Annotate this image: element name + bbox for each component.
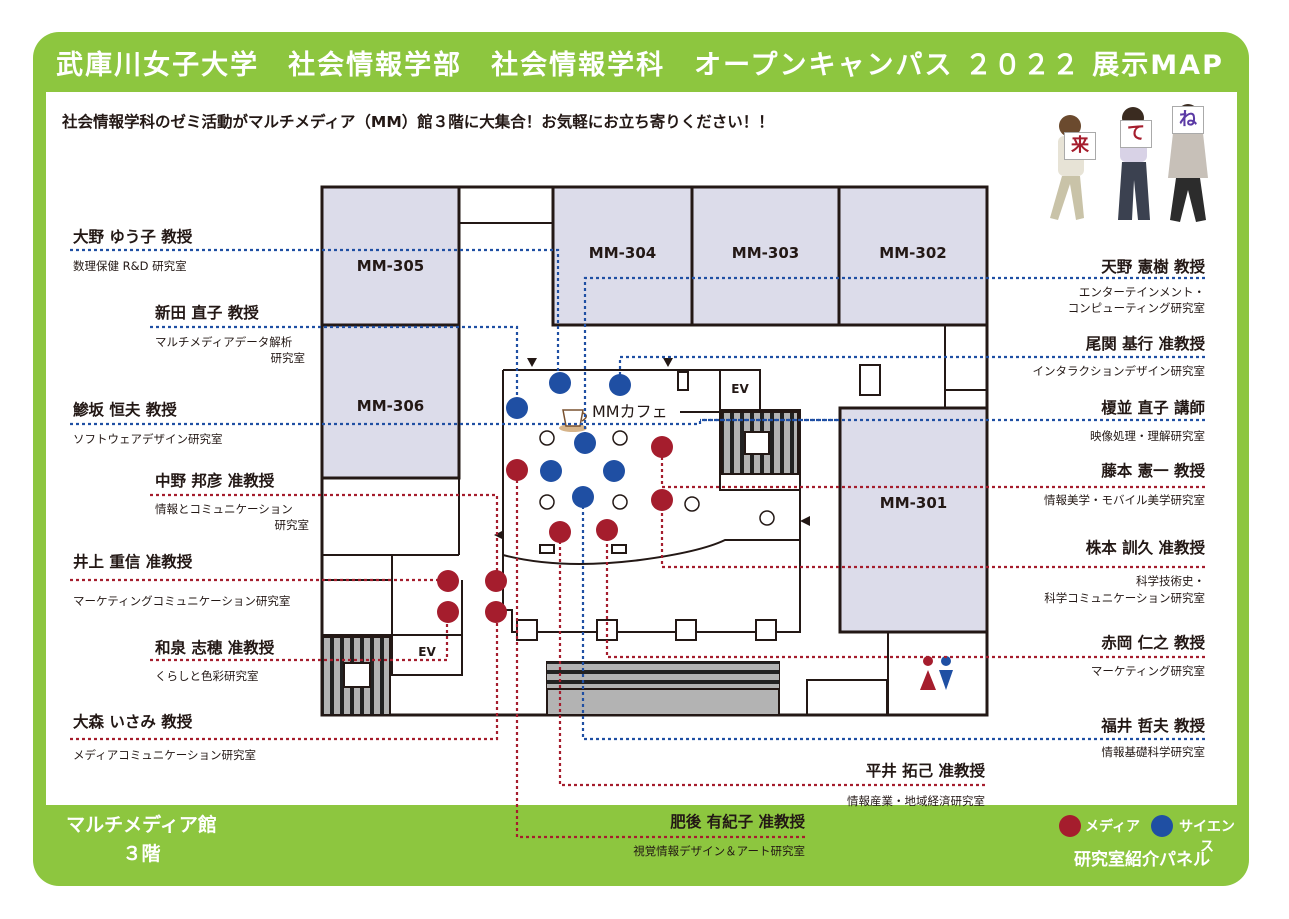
lab-name: マーケティング研究室 <box>1090 664 1205 678</box>
cafe-label: MMカフェ <box>592 402 668 421</box>
prof-name: 鯵坂 恒夫 教授 <box>73 401 177 419</box>
lab-name: 研究室 <box>270 351 306 365</box>
panel-red <box>651 489 673 511</box>
students-photo: 来 て ね <box>1040 100 1230 232</box>
prof-name: 株本 訓久 准教授 <box>1085 539 1205 557</box>
panel-red <box>651 436 673 458</box>
room-label-mm303: MM-303 <box>731 244 800 262</box>
legend-panel-label: 研究室紹介パネル <box>1074 850 1210 870</box>
prof-name: 大森 いさみ 教授 <box>73 713 193 731</box>
lab-name: 情報基礎科学研究室 <box>1101 745 1206 759</box>
card-te: て <box>1120 120 1152 148</box>
lab-name: ソフトウェアデザイン研究室 <box>73 432 223 446</box>
lab-name: 映像処理・理解研究室 <box>1090 429 1205 443</box>
stairs-southwest <box>321 636 391 716</box>
prof-name: 和泉 志穂 准教授 <box>155 639 275 657</box>
panel-blue <box>574 432 596 454</box>
lab-name: コンピューティング研究室 <box>1067 301 1205 315</box>
room-label-mm301: MM-301 <box>879 494 948 512</box>
lab-name: 情報とコミュニケーション <box>155 502 293 516</box>
lab-name: 科学技術史・ <box>1136 574 1205 588</box>
floor-tab: マルチメディア館 ３階 <box>46 805 237 875</box>
panel-red <box>596 519 618 541</box>
lab-name: メディアコミュニケーション研究室 <box>73 748 256 762</box>
prof-name: 尾関 基行 准教授 <box>1085 335 1205 353</box>
panel-blue <box>603 460 625 482</box>
card-ki: 来 <box>1064 132 1096 160</box>
table-circle <box>684 496 700 512</box>
page-subtitle: 社会情報学科のゼミ活動がマルチメディア（MM）館３階に大集合！お気軽にお立ち寄り… <box>62 113 774 131</box>
room-label-mm305: MM-305 <box>356 257 425 275</box>
panel-dots <box>437 372 775 623</box>
panel-blue <box>609 374 631 396</box>
prof-name: 肥後 有紀子 准教授 <box>670 813 805 831</box>
lab-name: 研究室 <box>274 518 310 532</box>
panel-blue <box>549 372 571 394</box>
elevator-label: EV <box>731 382 749 396</box>
room-mm305 <box>320 185 461 327</box>
table-circle <box>612 494 628 510</box>
legend-science-label: サイエンス <box>1179 819 1235 855</box>
media-leader-lines <box>70 445 1205 839</box>
lab-name: 情報産業・地域経済研究室 <box>847 794 985 808</box>
table-circle <box>759 510 775 526</box>
restroom-icon <box>920 656 953 690</box>
panel-blue <box>540 460 562 482</box>
science-dot-icon <box>1151 815 1173 837</box>
panel-red <box>437 570 459 592</box>
lab-name: マルチメディアデータ解析 <box>155 335 293 349</box>
room-mm302 <box>837 185 989 327</box>
lab-name: 情報美学・モバイル美学研究室 <box>1044 493 1205 507</box>
panel-red <box>485 601 507 623</box>
lab-name: マーケティングコミュニケーション研究室 <box>73 594 291 608</box>
table-circle <box>539 494 555 510</box>
coffee-cup-icon <box>559 409 587 432</box>
panel-red <box>549 521 571 543</box>
prof-name: 赤岡 仁之 教授 <box>1101 634 1205 652</box>
prof-name: 福井 哲夫 教授 <box>1101 717 1205 735</box>
panel-blue <box>506 397 528 419</box>
floor-number-label: ３階 <box>122 843 161 865</box>
stairs-north <box>721 411 799 475</box>
lab-name: インタラクションデザイン研究室 <box>1032 364 1206 378</box>
lab-name: エンターテインメント・ <box>1078 285 1205 299</box>
panel-blue <box>572 486 594 508</box>
legend-panel: メディア サイエンス 研究室紹介パネル <box>1047 805 1237 875</box>
elevator-label: EV <box>418 645 436 659</box>
entrance-arrows <box>494 358 810 540</box>
lab-name: くらしと色彩研究室 <box>155 669 259 683</box>
lab-name: 視覚情報デザイン＆アート研究室 <box>633 844 805 858</box>
card-ne: ね <box>1172 106 1204 134</box>
prof-name: 榎並 直子 講師 <box>1101 399 1205 417</box>
prof-name: 天野 憲樹 教授 <box>1101 258 1205 276</box>
legend-media-label: メディア <box>1085 819 1141 835</box>
panel-red <box>506 459 528 481</box>
prof-name: 藤本 憲一 教授 <box>1101 462 1205 480</box>
floor-building-label: マルチメディア館 <box>66 814 217 836</box>
page-title: 武庫川女子大学 社会情報学部 社会情報学科 オープンキャンパス ２０２２ 展示M… <box>56 50 1224 81</box>
stairs-south <box>546 661 780 716</box>
room-mm301 <box>838 406 989 634</box>
room-label-mm302: MM-302 <box>879 244 947 262</box>
prof-name: 大野 ゆう子 教授 <box>73 228 193 246</box>
panel-red <box>485 570 507 592</box>
table-circle <box>612 430 628 446</box>
lab-name: 数理保健 R&D 研究室 <box>73 259 187 273</box>
room-mm304 <box>551 185 694 327</box>
room-label-mm304: MM-304 <box>588 244 657 262</box>
panel-red <box>437 601 459 623</box>
lab-name: 科学コミュニケーション研究室 <box>1044 591 1205 605</box>
media-dot-icon <box>1059 815 1081 837</box>
prof-name: 井上 重信 准教授 <box>73 553 193 571</box>
room-label-mm306: MM-306 <box>356 397 425 415</box>
prof-name: 平井 拓己 准教授 <box>865 762 985 780</box>
table-circle <box>539 430 555 446</box>
prof-name: 中野 邦彦 准教授 <box>155 472 275 490</box>
prof-name: 新田 直子 教授 <box>155 304 259 322</box>
